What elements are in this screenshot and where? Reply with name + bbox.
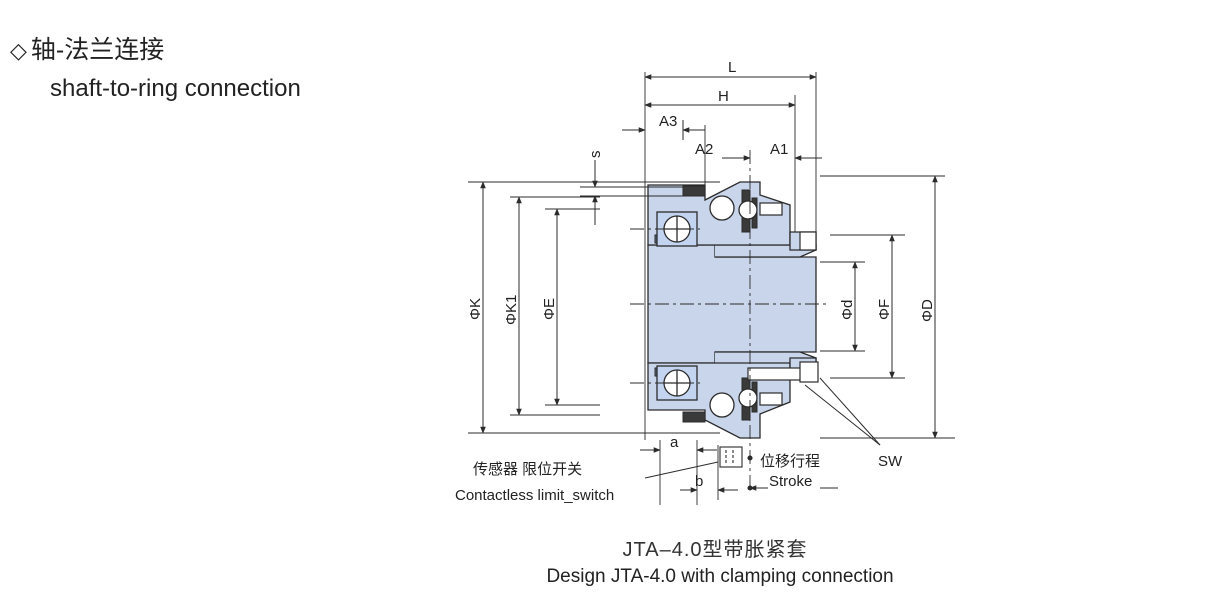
dim-D-label: ΦD [919, 299, 936, 322]
dim-F-label: ΦF [876, 299, 893, 320]
figure-caption-en: Design JTA-4.0 with clamping connection [546, 566, 894, 587]
dim-H-label: H [718, 88, 729, 105]
dimension-lines [480, 74, 938, 493]
dim-s-label: s [587, 151, 604, 159]
dim-L-label: L [728, 59, 736, 76]
figure-caption-cn: JTA–4.0型带胀紧套 [622, 539, 808, 561]
centerlines [630, 150, 830, 490]
sensor-label-en: Contactless limit_switch [455, 487, 614, 504]
dim-K-label: ΦK [467, 298, 484, 320]
stroke-label-en: Stroke [769, 473, 812, 490]
dim-SW-label: SW [878, 453, 903, 470]
ball-bearings [656, 195, 758, 418]
dim-K1-label: ΦK1 [503, 295, 520, 325]
dim-A1-label: A1 [770, 141, 788, 158]
dim-d-label: Φd [839, 300, 856, 320]
sensor-symbol [719, 446, 753, 491]
stroke-label-cn: 位移行程 [760, 453, 820, 470]
dim-A3-label: A3 [659, 113, 677, 130]
sensor-label-cn: 传感器 限位开关 [473, 461, 582, 478]
section-heading: ◇轴-法兰连接 [10, 30, 164, 66]
section-title: 轴-法兰连接 [30, 36, 165, 64]
section-subtitle: shaft-to-ring connection [50, 75, 301, 102]
bolts [747, 202, 819, 406]
dim-A2-label: A2 [695, 141, 713, 158]
diamond-outline-icon: ◇ [10, 38, 27, 63]
dim-E-label: ΦE [541, 298, 558, 320]
dim-a-label: a [670, 434, 679, 451]
dim-b-label: b [695, 473, 703, 490]
